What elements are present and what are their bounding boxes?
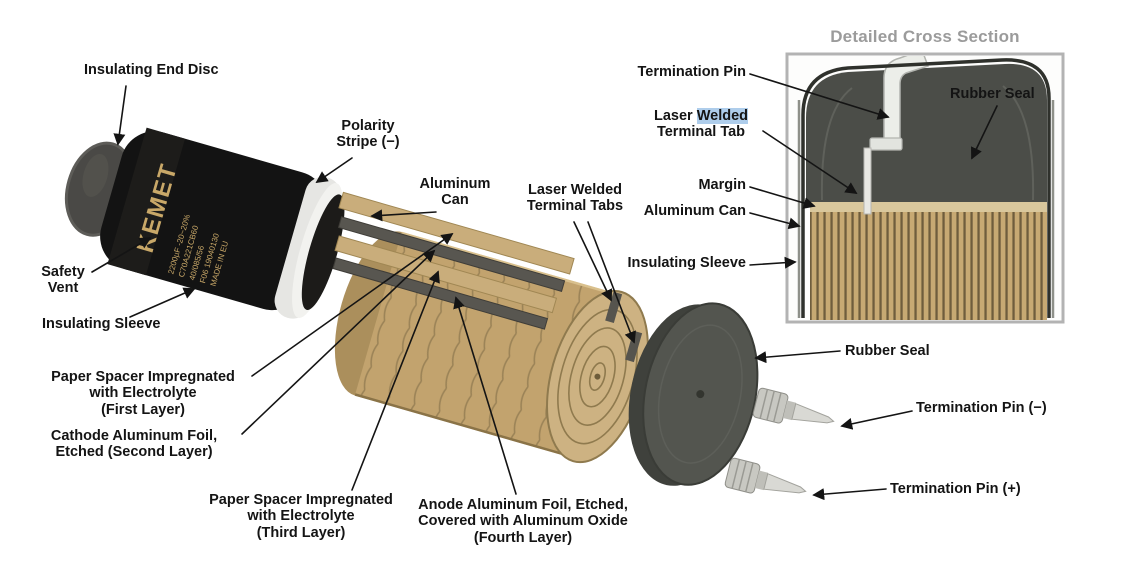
terminal-tab-on-roll-2 bbox=[625, 330, 643, 363]
capacitor-can: KEMET 2200µF -20~20% C70A221CB60 40/085/… bbox=[100, 127, 345, 319]
arrow-paper-spacer-third bbox=[351, 270, 440, 491]
layer-sheets bbox=[332, 191, 575, 330]
label-cathode-foil: Cathode Aluminum Foil, Etched (Second La… bbox=[50, 428, 218, 461]
arrow-insulating-end-disc bbox=[113, 85, 127, 146]
label-termination-pin-inset: Termination Pin bbox=[637, 64, 747, 80]
label-margin-inset: Margin bbox=[698, 177, 746, 193]
arrow-safety-vent bbox=[91, 237, 152, 273]
arrow-anode-foil bbox=[453, 296, 517, 495]
inset-margin-strip bbox=[810, 202, 1047, 212]
arrow-termination-pin-pos bbox=[812, 488, 887, 501]
label-rubber-seal-inset: Rubber Seal bbox=[950, 86, 1035, 102]
cross-section-inset bbox=[785, 52, 1065, 324]
can-opening bbox=[301, 194, 345, 310]
arrow-termination-pin-inset bbox=[749, 73, 890, 120]
label-safety-vent: Safety Vent bbox=[41, 264, 85, 297]
label-insulating-end-disc: Insulating End Disc bbox=[84, 62, 219, 78]
inset-rubber-seal bbox=[806, 63, 1047, 203]
inset-can-wall bbox=[801, 58, 1051, 318]
cathode-foil-sheet bbox=[337, 216, 566, 293]
arrow-cathode-foil bbox=[241, 249, 436, 435]
termination-pin-positive bbox=[724, 457, 807, 494]
inset-title: Detailed Cross Section bbox=[830, 27, 1020, 46]
arrow-terminal-tabs-1 bbox=[573, 221, 613, 302]
label-insulating-sleeve-inset: Insulating Sleeve bbox=[627, 255, 746, 271]
label-anode-foil: Anode Aluminum Foil, Etched, Covered wit… bbox=[418, 497, 628, 546]
termination-pin-negative bbox=[752, 387, 835, 424]
arrow-aluminum-can-inset bbox=[749, 212, 801, 230]
arrow-termination-pin-neg bbox=[840, 410, 913, 430]
arrow-rubber-seal-inset bbox=[971, 105, 998, 160]
arrow-rubber-seal-mid bbox=[754, 350, 841, 364]
arrow-polarity-stripe bbox=[315, 157, 353, 184]
label-polarity-stripe: Polarity Stripe (−) bbox=[336, 118, 400, 151]
label-paper-spacer-first: Paper Spacer Impregnated with Electrolyt… bbox=[51, 369, 235, 418]
arrow-paper-spacer-first bbox=[251, 232, 454, 377]
arrow-laser-welded-tab-inset bbox=[762, 130, 858, 194]
label-rubber-seal-mid: Rubber Seal bbox=[845, 343, 930, 359]
rubber-seal-disc bbox=[628, 302, 759, 486]
label-paper-spacer-third: Paper Spacer Impregnated with Electrolyt… bbox=[209, 492, 393, 541]
arrow-terminal-tabs-2 bbox=[587, 221, 636, 344]
label-laser-welded-terminal-tabs: Laser Welded Terminal Tabs bbox=[526, 182, 624, 215]
paper-spacer-sheet-3 bbox=[334, 235, 558, 314]
inset-winding bbox=[810, 212, 1047, 320]
label-lw-highlighted: Welded bbox=[696, 108, 749, 124]
label-termination-pin-neg: Termination Pin (−) bbox=[916, 400, 1047, 416]
label-lw-pre: Laser bbox=[653, 108, 697, 124]
arrow-insulating-sleeve-left bbox=[129, 287, 196, 318]
inset-terminal-tab bbox=[863, 147, 872, 215]
arrow-aluminum-can-left bbox=[370, 209, 437, 222]
leader-arrows bbox=[91, 73, 998, 501]
paper-spacer-sheet-1 bbox=[338, 191, 575, 275]
label-aluminum-can-left: Aluminum Can bbox=[419, 176, 491, 209]
arrow-insulating-sleeve-inset bbox=[749, 256, 797, 269]
label-lw-line2: Terminal Tab bbox=[656, 124, 746, 141]
label-insulating-sleeve-left: Insulating Sleeve bbox=[42, 316, 161, 332]
anode-foil-sheet bbox=[332, 257, 549, 330]
label-aluminum-can-inset: Aluminum Can bbox=[643, 203, 746, 219]
inset-border bbox=[785, 52, 1065, 324]
exploded-assembly: KEMET 2200µF -20~20% C70A221CB60 40/085/… bbox=[64, 127, 649, 464]
inset-termination-pin bbox=[883, 56, 929, 149]
label-termination-pin-pos: Termination Pin (+) bbox=[890, 481, 1021, 497]
arrow-margin-inset bbox=[749, 186, 816, 209]
